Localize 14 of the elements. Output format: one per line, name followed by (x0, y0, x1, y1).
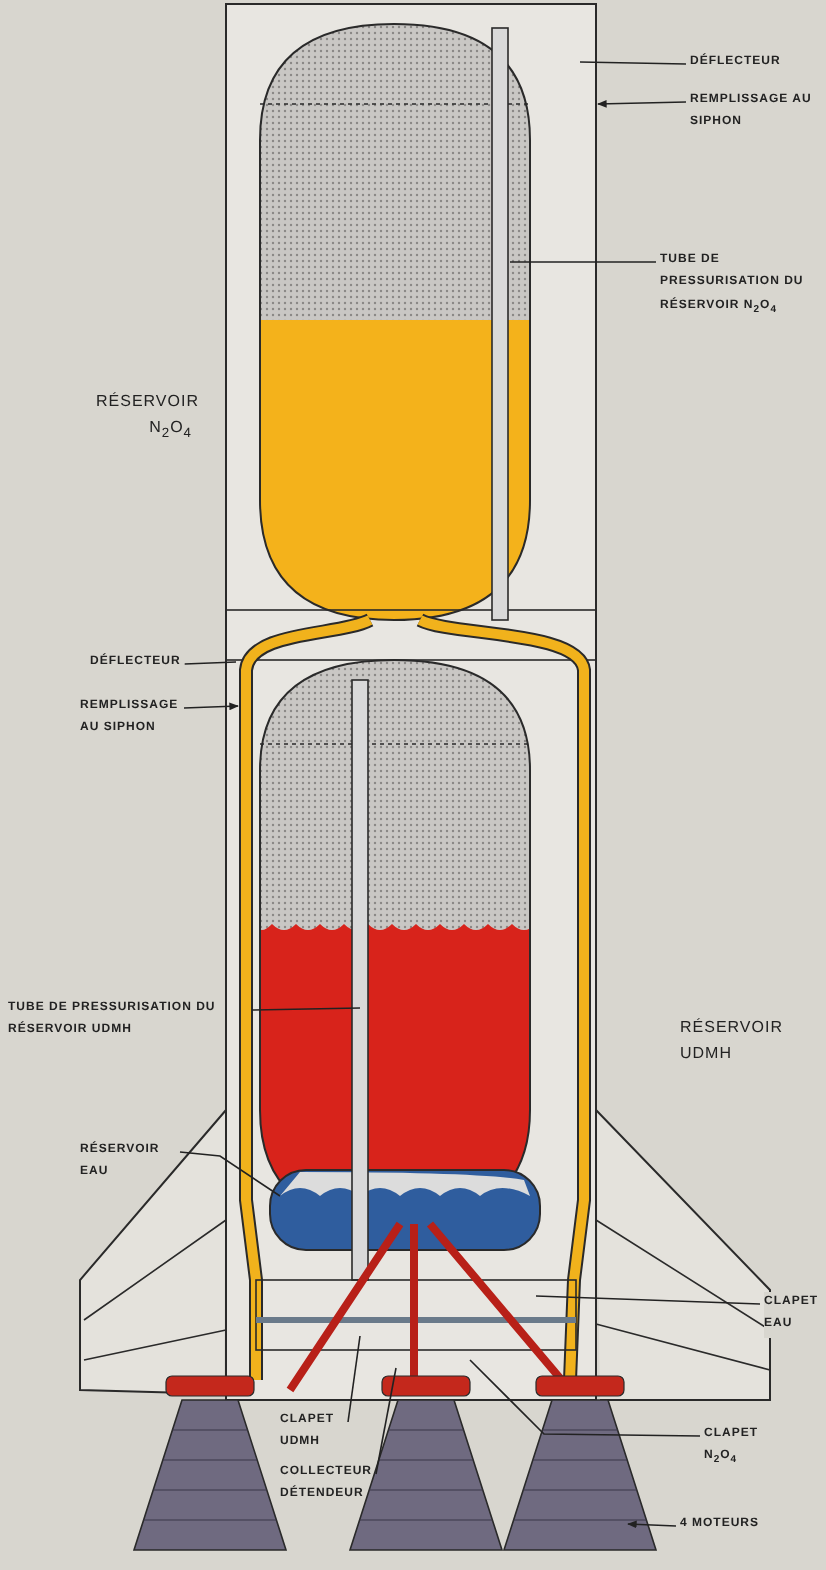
leader-line (375, 1367, 397, 1475)
leader-line (179, 1151, 281, 1197)
leader-line (579, 61, 687, 65)
leader-line (627, 1520, 677, 1529)
tank-label: RÉSERVOIR N$_{2}$O$_{4}$ (96, 390, 192, 445)
leader-line (509, 261, 657, 263)
leader-line (183, 702, 239, 711)
leader-line (535, 1295, 761, 1305)
leader-line (347, 1335, 361, 1423)
leader-line (183, 661, 237, 665)
leader-line (469, 1359, 701, 1437)
tank-label: RÉSERVOIR UDMH (680, 1016, 785, 1066)
leader-line (251, 1007, 361, 1011)
leader-line (597, 99, 687, 108)
